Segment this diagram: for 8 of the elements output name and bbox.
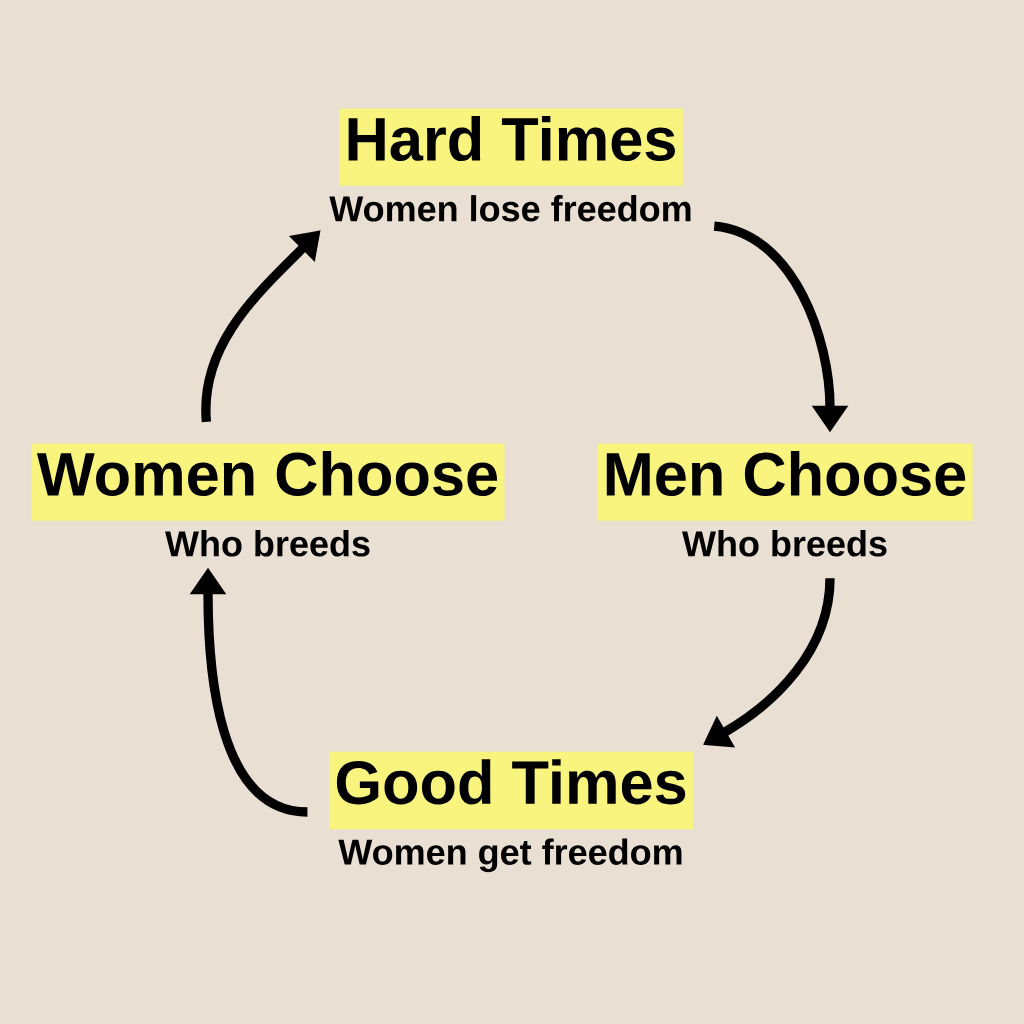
highlighted-heading: Men Choose: [597, 443, 973, 521]
subtitle: Women lose freedom: [329, 195, 691, 222]
subtitle: Who breeds: [682, 530, 887, 557]
highlighted-heading: Good Times: [329, 751, 693, 830]
subtitle: Who breeds: [165, 530, 370, 557]
subtitle: Women get freedom: [338, 838, 682, 873]
highlighted-heading: Hard Times: [339, 108, 683, 186]
highlighted-heading: Women Choose: [31, 443, 505, 521]
